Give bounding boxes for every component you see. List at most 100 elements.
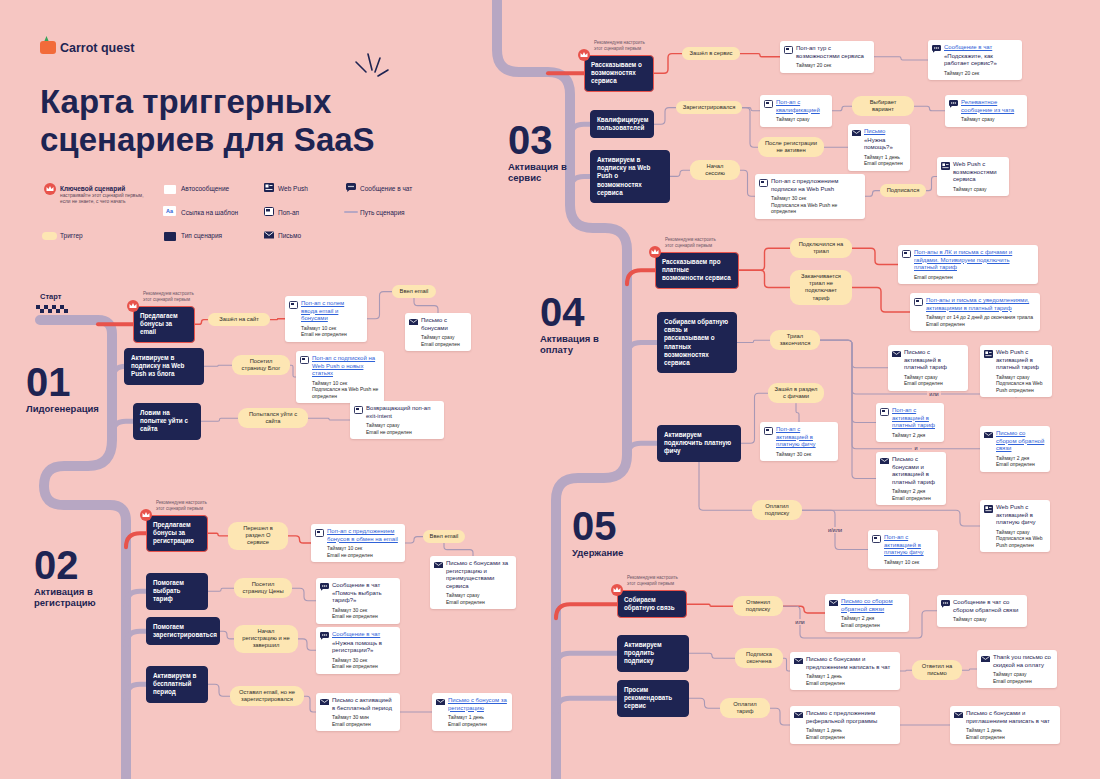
node-title: Поп-ап с предложением подписки на Web Pu… <box>771 178 860 193</box>
node-detail: Подписался на Web Push определен <box>996 380 1047 393</box>
message-card: Письмо с бонусами за регистрацию и преим… <box>430 556 516 609</box>
trigger-pill: Зашёл в сервис <box>682 47 740 60</box>
node-title: Зашёл на сайт <box>214 316 264 323</box>
trigger-pill: Ввел email <box>392 285 436 298</box>
node-title: Сообщение в чат «Помочь выбрать тариф?» <box>332 582 395 605</box>
key-crown <box>139 508 153 522</box>
branch-path <box>556 653 623 667</box>
key-scenario-box: Предлагаем бонусы за email <box>133 306 195 343</box>
node-detail: Подписался на Web Push определен <box>996 535 1045 548</box>
scenario-box: Собираем обратную связь и рассказываем о… <box>657 312 737 373</box>
scenario-path <box>874 57 928 60</box>
section-number: 02 <box>34 545 79 585</box>
node-title: Зашёл в сервис <box>688 50 734 57</box>
start-flag <box>36 305 68 313</box>
message-card: Письмо с бонусамиТаймаут сразуEmail опре… <box>405 313 471 351</box>
scenario-path <box>654 108 676 125</box>
message-type-icon <box>902 250 911 258</box>
message-card: Письмо с бонусом за регистрациюТаймаут 1… <box>432 693 512 731</box>
node-detail: Таймаут сразу <box>993 671 1052 678</box>
zigzag-mark <box>356 54 388 76</box>
node-detail: Email определен <box>332 721 395 728</box>
node-title: Поп-ап с активацией в платный тариф <box>892 407 939 430</box>
node-title: Поп-апы и письма с уведомлениями, актива… <box>926 297 1035 312</box>
node-detail: Таймаут 1 день <box>448 714 507 721</box>
message-type-icon <box>852 129 861 137</box>
node-title: Перешел в раздел О сервисе <box>234 525 282 547</box>
key-scenario-box: Собираем обратную связь <box>617 590 687 618</box>
node-detail: Email определен <box>966 734 1055 741</box>
scenario-path <box>783 606 825 613</box>
node-title: Ловим на попытке уйти с сайта <box>140 409 194 434</box>
scenario-path <box>654 54 682 74</box>
trigger-pill: Оплатил подписку <box>752 500 802 520</box>
scenario-box: Активируем продлить подписку <box>617 635 689 672</box>
node-title: Заканчивается триал не подключает тариф <box>796 273 846 302</box>
message-card: Письмо с предложением реферальной програ… <box>790 706 900 744</box>
node-detail: Email определен <box>864 160 905 167</box>
node-title: Активируем в подписку на Web Push о возм… <box>597 156 663 197</box>
trigger-pill: Попытался уйти с сайта <box>238 408 308 428</box>
trigger-pill: Начал сессию <box>690 160 740 180</box>
message-card: Возвращающий поп-ап exit-intentТаймаут с… <box>350 401 444 439</box>
trigger-pill: Заканчивается триал не подключает тариф <box>790 270 852 305</box>
section-title: Активация в сервис <box>508 161 568 184</box>
message-card: Письмо со сбором обратной связиТаймаут 2… <box>825 594 909 632</box>
trigger-pill: Подписался <box>880 184 926 197</box>
scenario-path <box>687 604 733 606</box>
scenario-path <box>288 536 311 543</box>
node-title: Поп-ап тур с возможностями сервиса <box>796 45 869 60</box>
branch-path <box>556 698 623 712</box>
message-card: Web Push с активацией в платную фичуТайм… <box>980 500 1050 552</box>
scenario-box: Активируем в бесплатный период <box>146 666 208 703</box>
scenario-path <box>208 533 228 536</box>
trigger-pill: Начал регистрацию и не завершил <box>234 625 298 653</box>
legend-swatch <box>164 185 176 194</box>
message-type-icon <box>436 698 445 706</box>
section-number: 05 <box>572 506 617 546</box>
mail-icon <box>264 232 274 239</box>
key-scenario-box: Предлагаем бонусы за регистрацию <box>146 515 208 552</box>
message-card: Поп-ап с подпиской на Web Push о новых с… <box>296 351 384 403</box>
legend-text: Путь сценария <box>360 208 405 217</box>
edge-label: или <box>927 391 940 398</box>
node-title: Ввел email <box>429 533 459 540</box>
section-title: Удержание <box>572 547 652 558</box>
node-detail: Таймаут от 14 до 2 дней до окончания три… <box>926 314 1035 321</box>
node-title: Релевантное сообщение из чата <box>961 99 1022 114</box>
node-title: Оплатил тариф <box>726 701 764 715</box>
node-detail: Таймаут 30 сек <box>776 451 833 458</box>
node-title: Письмо с активацией в бесплатный период <box>332 697 395 712</box>
logo-icon <box>40 36 56 54</box>
scenario-path <box>270 318 285 320</box>
node-title: Посетил страницу Блог <box>238 358 284 372</box>
scenario-box: Ловим на попытке уйти с сайта <box>133 403 201 440</box>
node-detail: Таймаут 10 сек <box>327 545 400 552</box>
node-detail: Email определен <box>421 341 466 348</box>
node-detail: Таймаут 1 день <box>806 727 895 734</box>
scenario-box: Помогаем выбрать тариф <box>146 573 208 610</box>
message-card: Поп-ап тур с возможностями сервисаТаймау… <box>780 41 874 73</box>
node-title: Отменил подписку <box>739 599 777 613</box>
trigger-pill: После регистрации не активен <box>758 137 824 157</box>
legend-text: Автосообщение <box>181 184 229 193</box>
trigger-pill: Посетил страницу Блог <box>232 355 290 375</box>
scenario-path <box>783 658 790 671</box>
message-card: Поп-апы и письма с уведомлениями, актива… <box>910 293 1040 331</box>
scenario-path <box>820 340 876 422</box>
node-title: Поп-ап с активацией в платную фичу <box>776 426 833 449</box>
node-title: Попытался уйти с сайта <box>244 411 302 425</box>
scenario-path <box>208 588 234 591</box>
scenario-path <box>304 696 316 712</box>
node-title: Поп-ап с предложением бонусов в обмен на… <box>327 528 400 543</box>
legend-text: Триггер <box>60 231 83 240</box>
node-title: Письмо с бонусами за регистрацию и преим… <box>446 560 511 590</box>
recommend-note: Рекомендуем настроить этот сценарий перв… <box>156 500 216 511</box>
message-card: Web Push с возможностями сервисаТаймаут … <box>937 157 1009 196</box>
node-title: Web Push с активацией в платную фичу <box>996 504 1045 527</box>
trigger-pill: Посетил страницу Цены <box>234 578 292 598</box>
scenario-path <box>220 631 234 639</box>
template-mark: Aa <box>163 206 176 216</box>
node-detail: Email определен <box>446 599 511 606</box>
